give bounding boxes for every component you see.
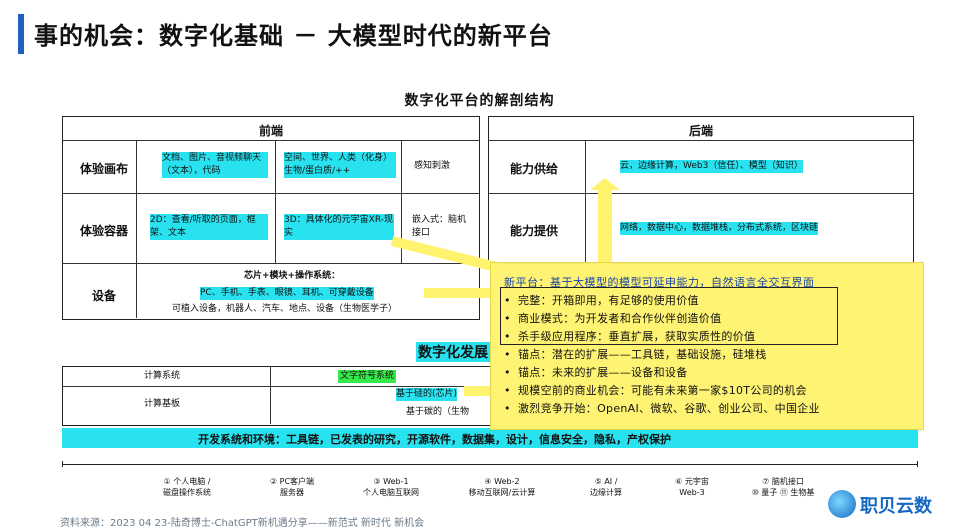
experience-canvas-3d: 空间、世界、人类（化身）生物/蛋白质/++	[284, 152, 396, 178]
new-platform-heading: 新平台：基于大模型的模型可延申能力，自然语言全交互界面	[504, 276, 815, 289]
timeline-item: ⑦ 脑机接口 ⑩ 量子 ⑪ 生物基	[751, 477, 815, 497]
timeline-item: ⑤ AI / 边缘计算	[590, 477, 622, 497]
back-end-header: 后端	[688, 124, 713, 138]
row-label-experience-container: 体验容器	[80, 224, 129, 238]
timeline-item: ① 个人电脑 / 磁盘操作系统	[163, 477, 211, 497]
experience-canvas-2d: 文档、图片、音视频聊天（文本），代码	[162, 152, 268, 178]
compute-system-tag: 文字符号系统	[338, 370, 397, 383]
arrow-to-device	[424, 288, 494, 298]
experience-container-bci: 嵌入式：脑机接口	[412, 215, 467, 238]
capability-provide-list: 网络，数据中心，数据堆栈，分布式系统，区块链	[620, 222, 819, 235]
experience-canvas-sense: 感知刺激	[414, 161, 451, 171]
diagram-subtitle: 数字化平台的解剖结构	[404, 93, 555, 109]
title-accent-bar	[18, 14, 24, 54]
row-label-compute-substrate: 计算基板	[144, 399, 181, 409]
row-label-device: 设备	[92, 289, 117, 303]
arrow-to-substrate	[464, 386, 494, 396]
new-platform-item: •商业模式：为开发者和合作伙伴创造价值	[504, 312, 722, 325]
new-platform-item: •锚点：未来的扩展——设备和设备	[504, 366, 688, 379]
experience-container-2d: 2D：查看/听取的页面，框架、文本	[150, 214, 268, 240]
arrow-to-capability	[598, 186, 612, 266]
device-list-1: PC、手机、手表、眼镜、耳机、可穿戴设备	[200, 287, 374, 300]
device-list-2: 可植入设备，机器人、汽车、地点、设备（生物医学子）	[172, 304, 398, 314]
row-label-capability-provide: 能力提供	[510, 224, 559, 238]
new-platform-frame	[500, 287, 838, 345]
new-platform-panel	[490, 262, 924, 430]
substrate-carbon: 基于碳的（生物	[406, 407, 470, 417]
front-end-table	[62, 116, 480, 320]
new-platform-item: •杀手级应用程序：垂直扩展，获取实质性的价值	[504, 330, 756, 343]
source-footnote: 资料来源：2023 04 23-陆奇博士-ChatGPT新机遇分享——新范式 新…	[60, 518, 425, 529]
new-platform-item: •规模空前的商业机会：可能有未来第一家$10T公司的机会	[504, 384, 807, 397]
digital-dev-title: 数字化发展	[416, 342, 490, 362]
timeline-axis	[62, 464, 918, 465]
timeline-item: ④ Web-2 移动互联网/云计算	[468, 477, 536, 497]
slide-title: 事的机会：数字化基础 － 大模型时代的新平台	[34, 22, 553, 50]
row-label-experience-canvas: 体验画布	[80, 162, 129, 176]
experience-container-3d: 3D：具体化的元宇宙XR-现实	[284, 214, 394, 240]
logo-text: 职贝云数	[860, 496, 932, 517]
row-label-compute-system: 计算系统	[144, 371, 181, 381]
logo-icon	[828, 490, 856, 518]
timeline-item: ⑥ 元宇宙 Web-3	[675, 477, 709, 497]
new-platform-item: •激烈竞争开始：OpenAI、微软、谷歌、创业公司、中国企业	[504, 402, 820, 415]
front-end-header: 前端	[258, 124, 283, 138]
row-label-capability-supply: 能力供给	[510, 162, 559, 176]
substrate-silicon: 基于硅的(芯片)	[396, 388, 458, 401]
device-chip-os: 芯片+模块+操作系统：	[244, 271, 341, 281]
timeline-item: ② PC客户端 服务器	[269, 477, 315, 497]
new-platform-item: •完整：开箱即用，有足够的使用价值	[504, 294, 699, 307]
timeline-item: ③ Web-1 个人电脑互联网	[363, 477, 419, 497]
dev-environment-text: 开发系统和环境：工具链，已发表的研究，开源软件，数据集，设计，信息安全，隐私，产…	[198, 433, 671, 446]
dev-environment-band: 开发系统和环境：工具链，已发表的研究，开源软件，数据集，设计，信息安全，隐私，产…	[62, 428, 918, 448]
new-platform-item: •锚点：潜在的扩展——工具链，基础设施，硅堆栈	[504, 348, 767, 361]
capability-supply-list: 云，边缘计算，Web3（信任）、模型（知识）	[620, 160, 803, 173]
